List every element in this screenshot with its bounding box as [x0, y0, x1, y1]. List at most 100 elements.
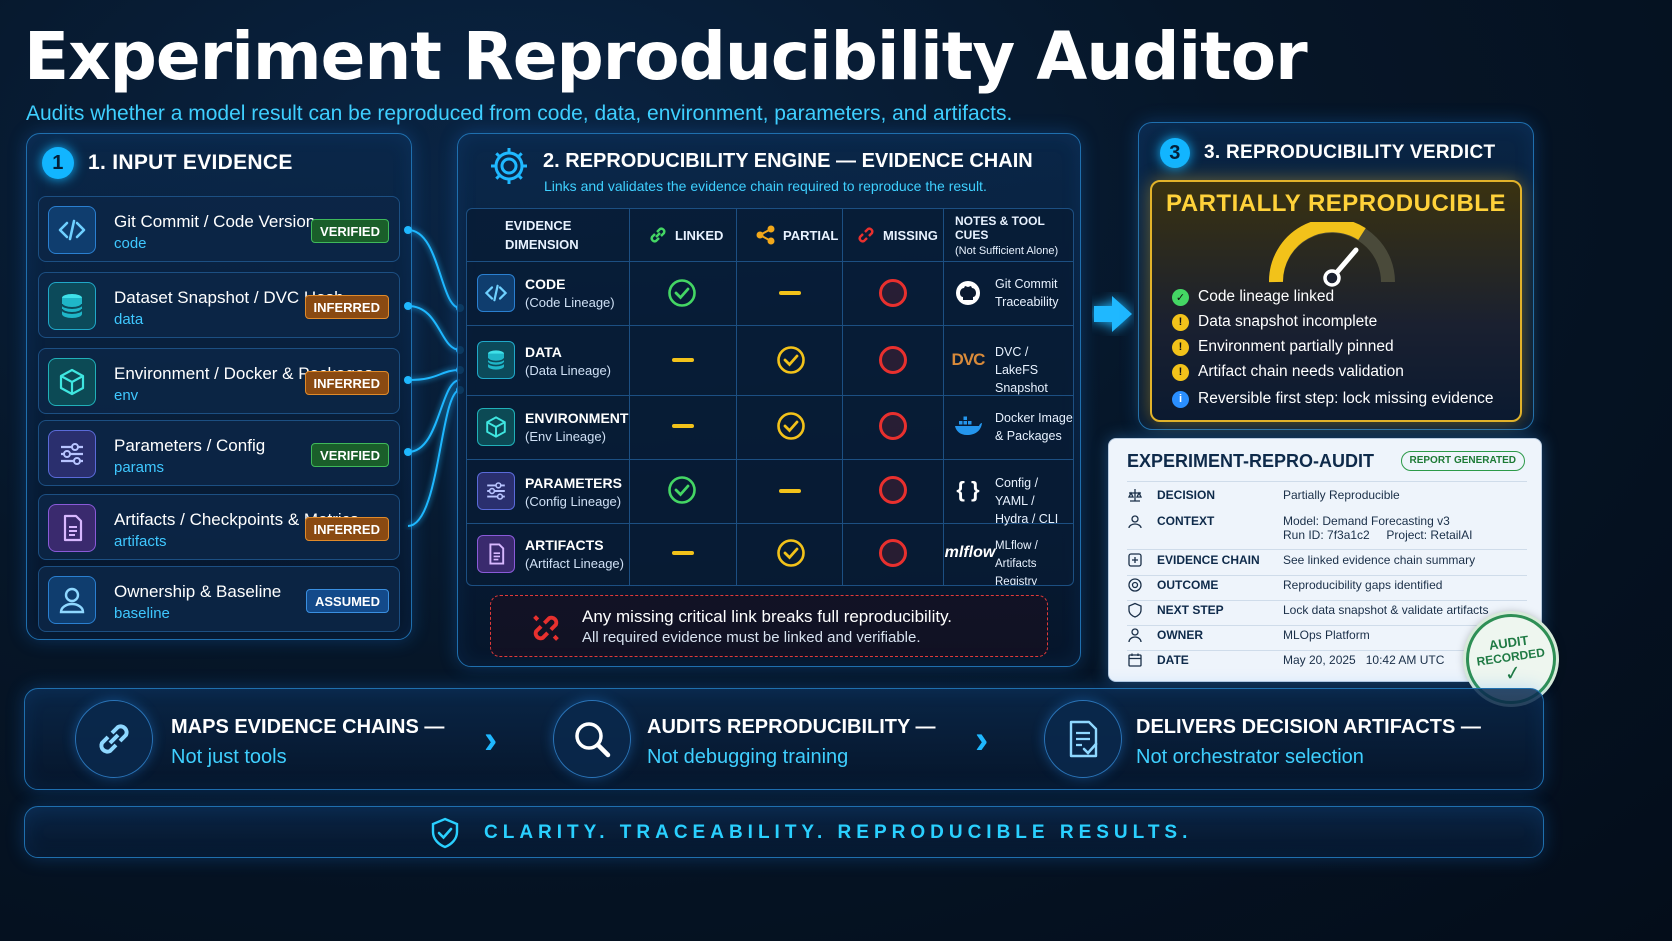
dimension-name: DATA [525, 344, 562, 360]
status-badge: VERIFIED [311, 219, 389, 243]
user-icon [48, 576, 96, 624]
verdict-item: ✓Code lineage linked [1172, 288, 1334, 306]
dimension-sub: (Data Lineage) [525, 363, 611, 378]
cube-icon [477, 408, 515, 446]
dimension-sub: (Artifact Lineage) [525, 556, 624, 571]
status-badge: VERIFIED [311, 443, 389, 467]
link-icon [75, 700, 153, 778]
evidence-item-ownership[interactable]: Ownership & Baseline baseline ASSUMED [38, 566, 400, 632]
linked-check-icon [668, 476, 696, 504]
feature-title: DELIVERS DECISION ARTIFACTS — [1136, 716, 1481, 738]
docker-icon [951, 411, 985, 441]
dimension-name: CODE [525, 276, 566, 292]
evidence-item-parameters[interactable]: Parameters / Config params VERIFIED [38, 420, 400, 486]
verdict-item: !Data snapshot incomplete [1172, 313, 1377, 331]
chevron-right-icon: › [484, 718, 498, 762]
link-icon [650, 227, 666, 243]
evidence-item-environment[interactable]: Environment / Docker & Packages env INFE… [38, 348, 400, 414]
header-partial: PARTIAL [755, 209, 838, 261]
document-icon [477, 535, 515, 573]
partial-check-icon [777, 346, 805, 374]
gear-icon [488, 145, 530, 192]
evidence-item-code[interactable]: Git Commit / Code Version code VERIFIED [38, 196, 400, 262]
person-card-icon [1128, 515, 1142, 529]
report-title: EXPERIMENT-REPRO-AUDIT [1127, 451, 1375, 471]
shield-icon [1128, 602, 1142, 618]
page-title: Experiment Reproducibility Auditor [24, 18, 1308, 95]
evidence-item-name: Artifacts / Checkpoints & Metrics [114, 510, 359, 529]
partial-check-icon [777, 412, 805, 440]
search-icon [553, 700, 631, 778]
header-dimension: EVIDENCE DIMENSION [505, 218, 579, 252]
linked-dash-icon [672, 358, 694, 362]
broken-link-icon [858, 227, 874, 243]
evidence-item-tag: data [114, 311, 144, 328]
report-generated-badge: REPORT GENERATED [1400, 451, 1525, 471]
dimension-name: ARTIFACTS [525, 537, 604, 553]
warning-icon: ! [1172, 338, 1189, 356]
status-badge: INFERRED [304, 295, 389, 319]
verdict-item: !Environment partially pinned [1172, 338, 1394, 356]
evidence-item-tag: baseline [114, 605, 170, 622]
sliders-icon [477, 472, 515, 510]
header-missing: MISSING [855, 209, 938, 261]
status-badge: INFERRED [304, 371, 389, 395]
evidence-item-artifacts[interactable]: Artifacts / Checkpoints & Metrics artifa… [38, 494, 400, 560]
input-evidence-header: 1 1. INPUT EVIDENCE [42, 147, 293, 179]
verdict-box: PARTIALLY REPRODUCIBLE ✓Code lineage lin… [1150, 180, 1522, 422]
check-icon: ✓ [1172, 288, 1189, 306]
scale-icon [1127, 489, 1143, 502]
linked-dash-icon [672, 551, 694, 555]
chain-icon [1128, 553, 1142, 567]
status-badge: ASSUMED [305, 589, 389, 613]
warning-icon: ! [1172, 363, 1189, 381]
feature-sub: Not debugging training [647, 746, 849, 768]
calendar-icon [1128, 653, 1142, 667]
step-number-badge: 3 [1160, 138, 1190, 168]
evidence-item-name: Ownership & Baseline [114, 582, 282, 601]
report-row-context: CONTEXT Model: Demand Forecasting v3 Run… [1127, 513, 1527, 547]
header-linked: LINKED [647, 209, 723, 261]
evidence-item-name: Dataset Snapshot / DVC Hash [114, 288, 344, 307]
dimension-sub: (Config Lineage) [525, 494, 622, 509]
info-icon: i [1172, 390, 1189, 408]
database-icon [477, 341, 515, 379]
missing-circle-icon [879, 412, 907, 440]
evidence-chain-table: EVIDENCE DIMENSION LINKED PARTIAL MISSIN… [466, 208, 1074, 586]
gauge-icon [1268, 222, 1395, 287]
mlflow-icon: mlflow [944, 544, 996, 561]
page-subtitle: Audits whether a model result can be rep… [26, 102, 1013, 125]
feature-sub: Not orchestrator selection [1136, 746, 1364, 768]
warning-text-2: All required evidence must be linked and… [582, 629, 921, 646]
evidence-item-data[interactable]: Dataset Snapshot / DVC Hash data INFERRE… [38, 272, 400, 338]
step-number-badge: 1 [42, 147, 74, 179]
engine-title: 2. REPRODUCIBILITY ENGINE — EVIDENCE CHA… [543, 150, 1033, 172]
warning-text-1: Any missing critical link breaks full re… [582, 607, 953, 626]
warning-box [490, 595, 1048, 657]
github-icon [951, 278, 985, 308]
status-badge: INFERRED [304, 517, 389, 541]
tagline-text: CLARITY. TRACEABILITY. REPRODUCIBLE RESU… [484, 822, 1193, 843]
feature-sub: Not just tools [171, 746, 287, 768]
share-icon [756, 225, 775, 245]
cube-icon [48, 358, 96, 406]
check-icon: ✓ [1503, 661, 1523, 686]
feature-title: MAPS EVIDENCE CHAINS — [171, 716, 445, 738]
target-icon [1128, 578, 1142, 592]
input-evidence-title: 1. INPUT EVIDENCE [88, 151, 293, 174]
verdict-title: 3. REPRODUCIBILITY VERDICT [1204, 142, 1496, 163]
evidence-item-name: Git Commit / Code Version [114, 212, 316, 231]
verdict-header: 3 3. REPRODUCIBILITY VERDICT [1160, 138, 1495, 168]
document-icon [48, 504, 96, 552]
dvc-icon: DVC [951, 350, 986, 369]
sliders-icon [48, 430, 96, 478]
evidence-item-tag: params [114, 459, 165, 476]
